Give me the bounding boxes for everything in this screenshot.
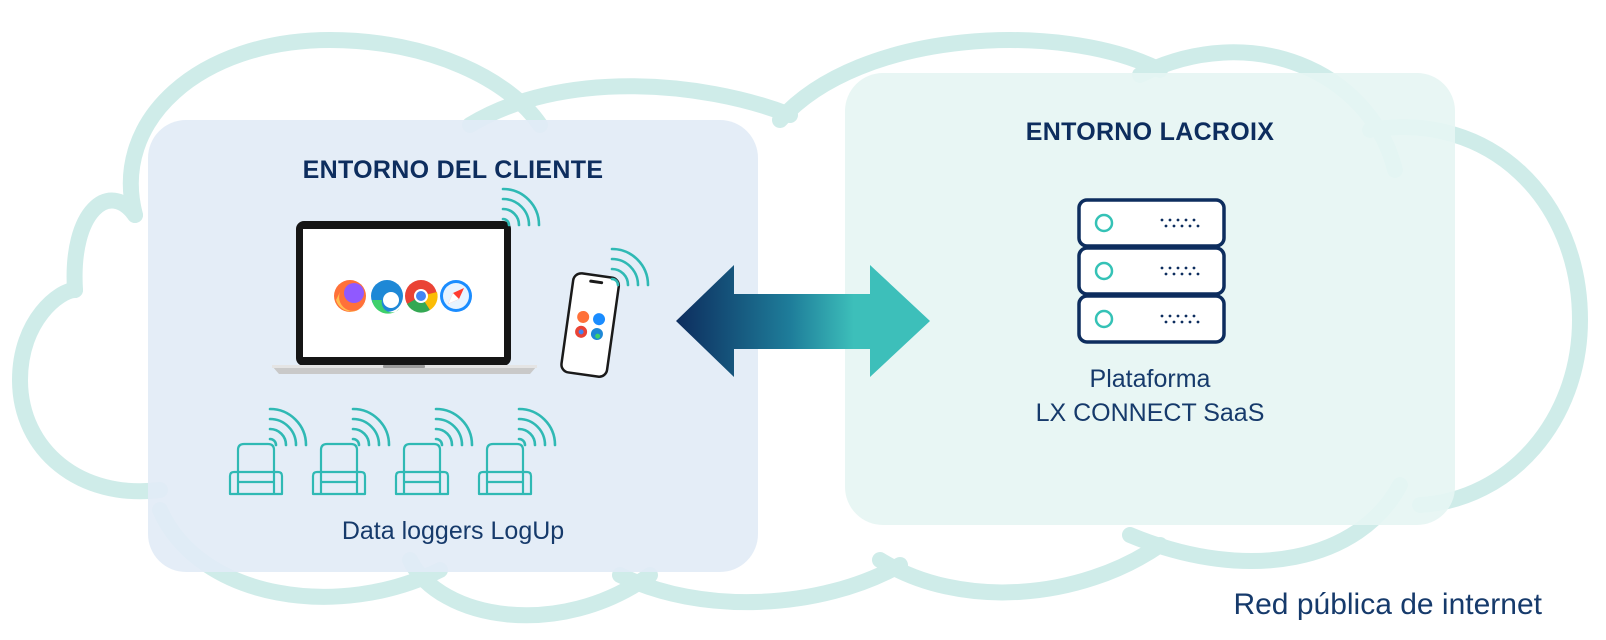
smartphone-icon: [560, 272, 621, 378]
wifi-signal-icon: [434, 407, 474, 447]
server-unit: [1077, 198, 1226, 248]
wifi-signal-icon: [610, 247, 650, 287]
platform-label-line1: Plataforma: [1089, 365, 1211, 393]
client-environment-title: ENTORNO DEL CLIENTE: [302, 156, 604, 184]
wifi-signal-icon: [351, 407, 391, 447]
laptop-browsers: [334, 280, 472, 314]
platform-label-line2: LX CONNECT SaaS: [1035, 399, 1265, 427]
firefox-icon: [334, 280, 366, 312]
data-logger-icon: [228, 442, 284, 496]
server-unit: [1077, 294, 1226, 344]
data-logger-icon: [394, 442, 450, 496]
data-loggers-label: Data loggers LogUp: [341, 517, 565, 545]
server-rack-icon: [1077, 198, 1226, 344]
wifi-signal-icon: [517, 407, 557, 447]
data-logger-icon: [311, 442, 367, 496]
chrome-icon: [405, 280, 438, 313]
safari-icon: [440, 280, 472, 312]
laptop-icon: [272, 221, 537, 374]
wifi-signal-icon: [268, 407, 308, 447]
data-logger-icon: [477, 442, 533, 496]
edge-icon: [371, 280, 403, 314]
lacroix-environment-title: ENTORNO LACROIX: [1025, 118, 1275, 146]
public-internet-label: Red pública de internet: [1233, 588, 1542, 621]
bidirectional-arrow-icon: [676, 265, 930, 377]
wifi-signal-icon: [501, 187, 541, 227]
server-unit: [1077, 246, 1226, 296]
